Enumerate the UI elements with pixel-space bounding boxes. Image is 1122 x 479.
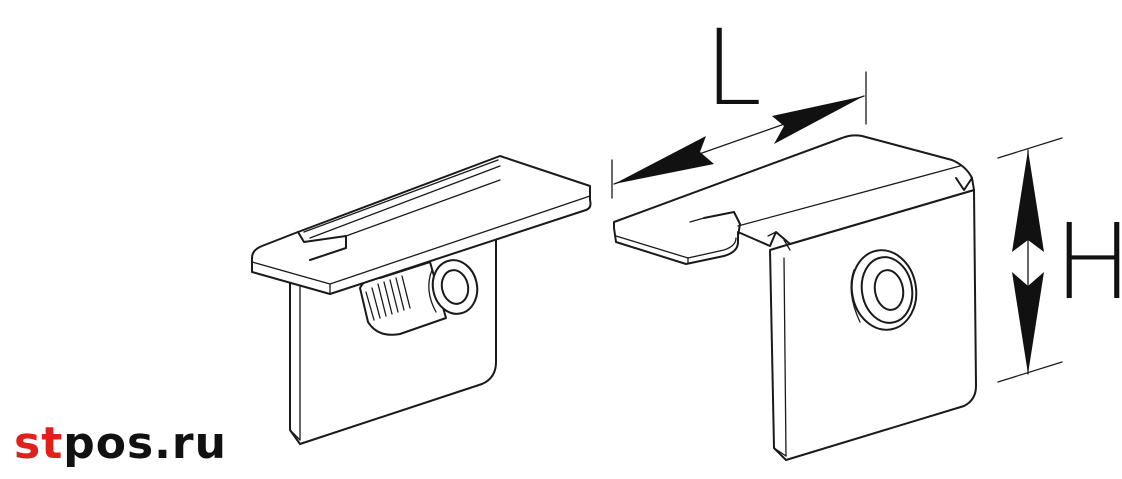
logo-prefix: st — [14, 418, 64, 469]
right-top-tab — [613, 134, 975, 265]
height-extension-top — [997, 137, 1063, 159]
height-label: H — [1054, 201, 1122, 323]
length-arrow-right — [772, 96, 864, 144]
height-arrow-bottom — [1012, 272, 1044, 374]
height-extension-bottom — [997, 361, 1063, 383]
left-bracket — [251, 155, 592, 445]
left-top-tab — [251, 155, 592, 295]
length-arrow-left — [614, 136, 714, 184]
dimension-length: L — [611, 7, 867, 199]
height-arrow-top — [1012, 150, 1044, 252]
right-bracket — [613, 134, 977, 461]
logo-suffix: pos.ru — [63, 418, 227, 469]
dimension-height: H — [997, 137, 1122, 383]
site-logo: stpos.ru — [14, 418, 227, 470]
right-nut — [850, 249, 918, 331]
length-label: L — [704, 7, 762, 129]
left-threaded-stud — [359, 259, 479, 336]
